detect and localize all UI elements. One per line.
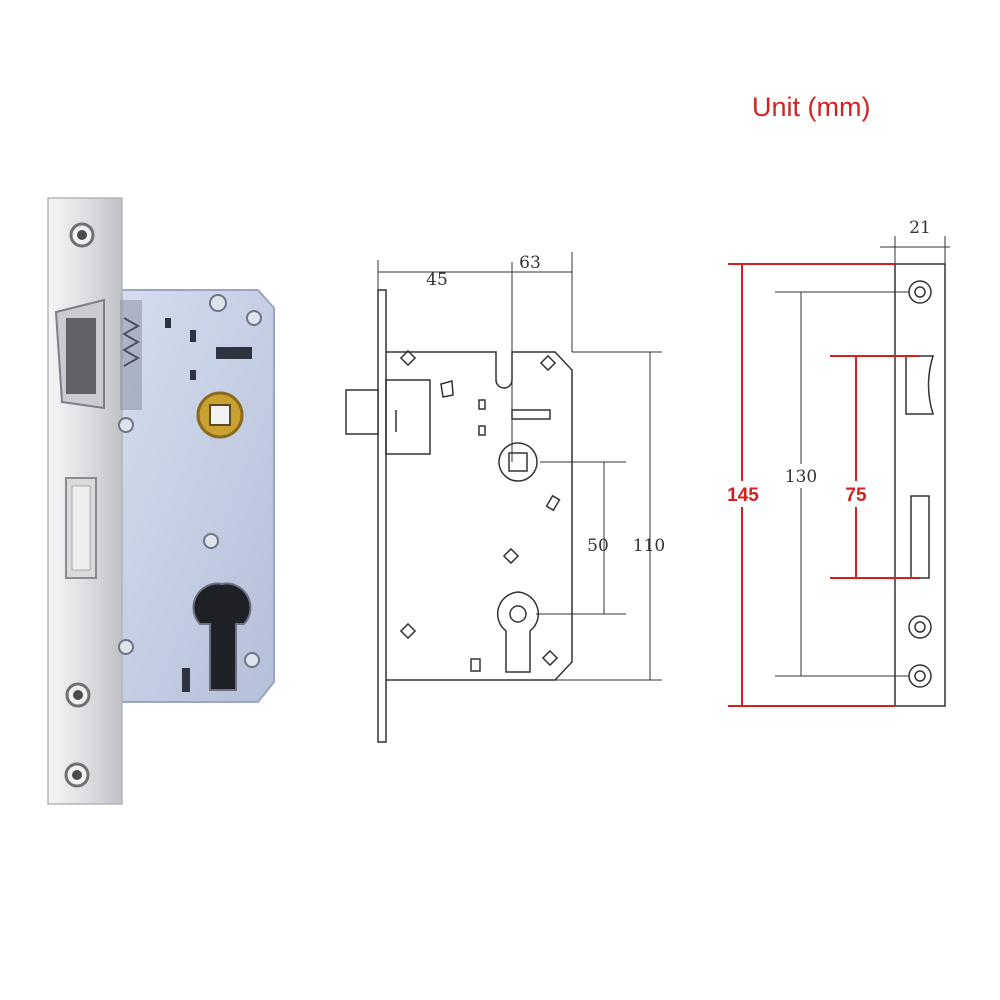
case-screw <box>118 639 134 655</box>
dim-label-130: 130 <box>785 467 817 487</box>
case-screw <box>244 652 260 668</box>
faceplate-view-labels: 21 145 130 75 <box>726 218 931 507</box>
side-latch <box>345 389 379 435</box>
case-screw <box>246 310 262 326</box>
dim-label-45: 45 <box>426 270 448 290</box>
lock-photo <box>47 197 275 805</box>
unit-label: Unit (mm) <box>752 92 871 122</box>
case-screw <box>203 533 219 549</box>
case-screw <box>209 294 227 312</box>
side-faceplate <box>377 289 387 743</box>
side-view-labels: 63 45 50 110 <box>426 253 665 556</box>
side-spindle-square <box>508 452 528 472</box>
cylinder-hole <box>192 582 252 691</box>
side-keyhole <box>497 591 539 673</box>
dim-label-21: 21 <box>909 218 931 238</box>
dim-label-110: 110 <box>633 536 665 556</box>
side-view-drawing <box>345 252 662 743</box>
faceplate-view-drawing <box>775 236 950 707</box>
dim-label-145: 145 <box>727 485 759 506</box>
front-latch-opening <box>905 355 935 415</box>
front-faceplate <box>894 263 946 707</box>
side-spindle-circle <box>498 442 538 482</box>
dim-label-63: 63 <box>519 253 541 273</box>
side-case-outline <box>386 351 573 681</box>
dim-label-75: 75 <box>845 485 867 506</box>
dim-label-50: 50 <box>587 536 609 556</box>
case-screw <box>118 417 134 433</box>
